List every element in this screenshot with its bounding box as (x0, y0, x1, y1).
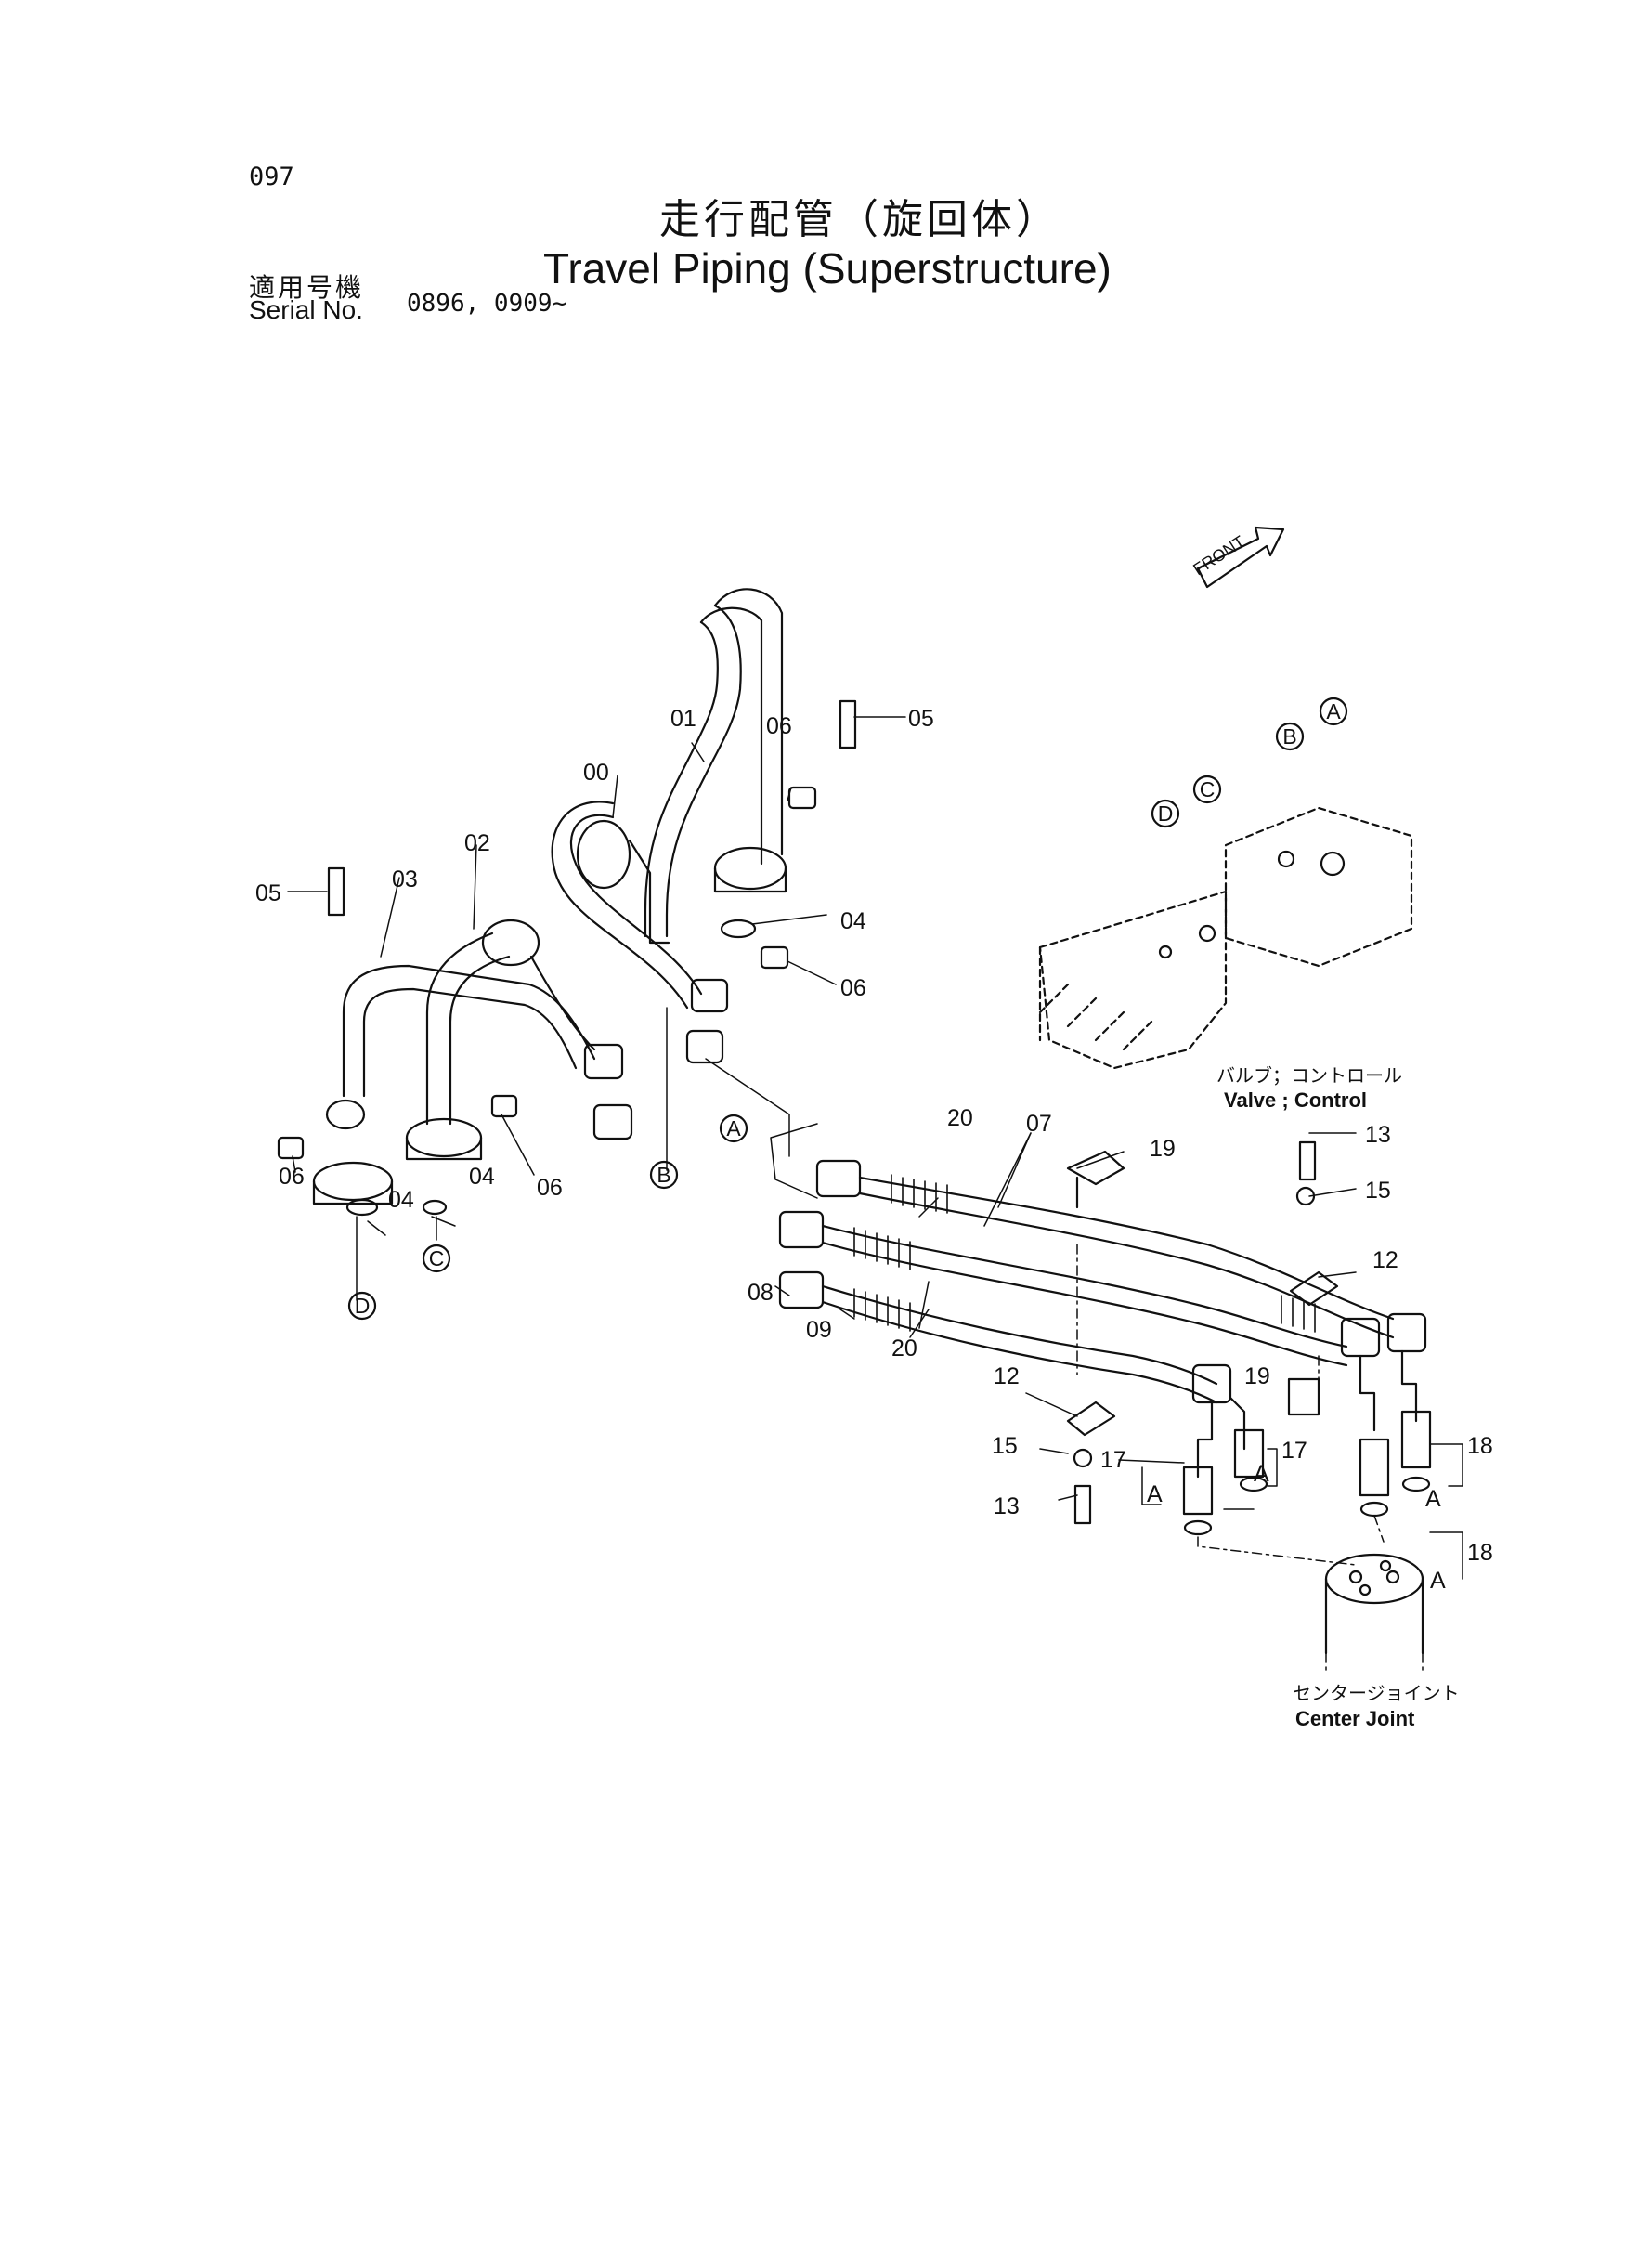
part-label-03: 03 (392, 866, 418, 892)
part-label-20-top: 20 (947, 1105, 973, 1131)
part-label-17-left: 17 (1100, 1447, 1126, 1473)
part-label-05-left: 05 (255, 880, 281, 906)
valve-label-english: Valve ; Control (1224, 1088, 1367, 1112)
ref-circle-b-valve (1275, 722, 1305, 751)
ref-c-main: C (429, 1246, 445, 1270)
hose-bundle (821, 1174, 1427, 1479)
ref-a-valve: A (1326, 699, 1341, 723)
part-label-19-top: 19 (1150, 1136, 1176, 1162)
ref-circle-d-valve (1151, 799, 1180, 828)
leader-lines (287, 716, 1463, 1673)
part-label-06-lower: 06 (537, 1175, 563, 1201)
part-label-00: 00 (583, 760, 609, 786)
ref-circle-c-main (422, 1244, 451, 1273)
part-label-13-left: 13 (994, 1493, 1020, 1519)
part-label-19-bottom: 19 (1244, 1363, 1270, 1389)
control-valve (1038, 806, 1413, 1070)
part-label-07: 07 (1026, 1111, 1052, 1137)
serial-number-value: 0896, 0909~ (407, 290, 567, 318)
ref-b-valve: B (1282, 724, 1296, 749)
part-label-13-right: 13 (1365, 1122, 1391, 1148)
ref-circle-c-valve (1192, 775, 1222, 804)
part-label-12-left: 12 (994, 1363, 1020, 1389)
ref-circle-d-main (347, 1291, 377, 1321)
part-label-04-mid: 04 (469, 1164, 495, 1190)
ref-circle-a-valve (1319, 697, 1348, 726)
ref-a-conn-4: A (1430, 1568, 1446, 1594)
ref-a-main: A (726, 1116, 741, 1140)
front-label: FRONT (1190, 532, 1248, 580)
part-label-18-top: 18 (1467, 1433, 1493, 1459)
pipe-01 (644, 588, 787, 938)
part-label-09: 09 (806, 1317, 832, 1343)
hose-fittings (583, 978, 862, 1309)
page-number: 097 (249, 163, 294, 191)
part-label-02: 02 (464, 830, 490, 856)
part-label-18-bottom: 18 (1467, 1540, 1493, 1566)
part-label-06-top: 06 (766, 713, 792, 739)
ref-d-valve: D (1158, 801, 1174, 826)
ref-c-valve: C (1200, 777, 1216, 801)
part-label-20-bottom: 20 (891, 1335, 917, 1362)
part-label-15-left: 15 (992, 1433, 1018, 1459)
part-label-04-left: 04 (388, 1187, 414, 1213)
part-label-17-right: 17 (1281, 1438, 1307, 1464)
part-label-05-top: 05 (908, 706, 934, 732)
ref-a-conn-2: A (1254, 1461, 1269, 1487)
center-joint (1324, 1553, 1424, 1655)
ref-b-main: B (657, 1163, 670, 1187)
part-label-15-right: 15 (1365, 1178, 1391, 1204)
ref-d-main: D (355, 1294, 371, 1318)
ref-circle-a-main (719, 1114, 748, 1143)
valve-label-japanese: バルブ；コントロール (1216, 1064, 1402, 1087)
pipe-00 (551, 801, 703, 1010)
connectors-17-18 (1182, 1410, 1432, 1536)
part-label-01: 01 (670, 706, 696, 732)
pipe-03 (312, 964, 596, 1205)
part-label-04-top: 04 (840, 908, 866, 934)
part-label-12-right: 12 (1372, 1247, 1398, 1273)
title-english: Travel Piping (Superstructure) (543, 244, 1112, 293)
ref-a-conn-1: A (1147, 1481, 1163, 1507)
serial-label-japanese: 適用号機 (249, 272, 365, 303)
part-label-06-left: 06 (279, 1164, 305, 1190)
center-joint-label-english: Center Joint (1295, 1707, 1415, 1730)
ref-circle-b-main (649, 1160, 679, 1190)
ref-a-conn-3: A (1425, 1486, 1441, 1512)
center-joint-label-japanese: センタージョイント (1293, 1683, 1460, 1704)
front-arrow-icon (1196, 526, 1285, 589)
part-label-08: 08 (748, 1280, 774, 1306)
part-label-06-mid: 06 (840, 975, 866, 1001)
pipe-02 (405, 919, 596, 1161)
title-japanese: 走行配管（旋回体） (659, 196, 1060, 243)
clamps-and-bolts (277, 699, 1339, 1525)
serial-label-english: Serial No. (249, 295, 363, 324)
